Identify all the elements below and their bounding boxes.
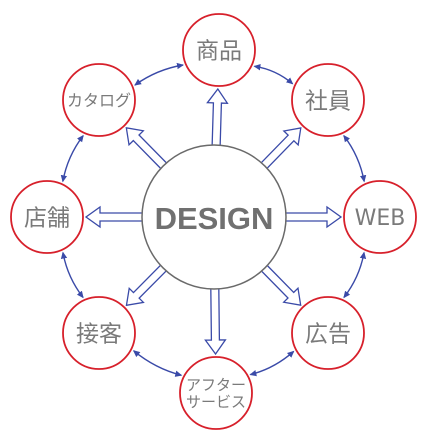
node-catalog: カタログ <box>62 63 136 137</box>
node-label: 商品 <box>196 38 242 64</box>
node-label: サービス <box>186 393 246 411</box>
hollow-arrow <box>125 262 169 307</box>
node-circle <box>291 63 365 137</box>
node-circle <box>10 180 84 254</box>
node-circle <box>179 356 253 430</box>
node-shain: 社員 <box>291 63 365 137</box>
node-circle <box>62 63 136 137</box>
ring-arrows <box>60 62 367 377</box>
hollow-arrows <box>84 87 343 356</box>
hollow-arrow <box>259 127 302 171</box>
node-sekkyaku: 接客 <box>62 296 136 370</box>
node-label: アフター <box>186 376 246 394</box>
hollow-arrow <box>204 286 227 356</box>
hollow-arrow <box>206 87 229 148</box>
node-label: 店舗 <box>24 205 70 231</box>
node-label: 広告 <box>305 321 351 347</box>
node-tenpo: 店舗 <box>10 180 84 254</box>
ring-arrow <box>132 350 183 377</box>
ring-arrow <box>249 350 295 377</box>
node-circle <box>343 180 417 254</box>
node-label: 社員 <box>305 88 351 114</box>
hollow-arrow <box>125 127 169 171</box>
node-label: カタログ <box>67 91 131 110</box>
node-web: WEB <box>343 180 417 254</box>
center-node: DESIGN <box>141 144 287 290</box>
ring-arrow <box>60 134 84 183</box>
node-label: WEB <box>355 206 406 231</box>
ring-arrow <box>253 63 294 85</box>
ring-arrow <box>343 134 367 183</box>
hollow-arrow <box>84 205 145 229</box>
node-kokoku: 広告 <box>291 296 365 370</box>
ring-arrow <box>60 251 84 299</box>
hollow-arrow <box>283 205 343 229</box>
ring-arrow <box>343 251 367 299</box>
center-label: DESIGN <box>155 201 274 236</box>
node-circle <box>62 296 136 370</box>
node-shohin: 商品 <box>182 13 256 87</box>
ring-arrow <box>134 62 184 86</box>
hollow-arrow <box>259 263 302 306</box>
node-circle <box>182 13 256 87</box>
node-label: 接客 <box>76 321 122 347</box>
node-circle <box>291 296 365 370</box>
center-circle <box>141 144 287 290</box>
